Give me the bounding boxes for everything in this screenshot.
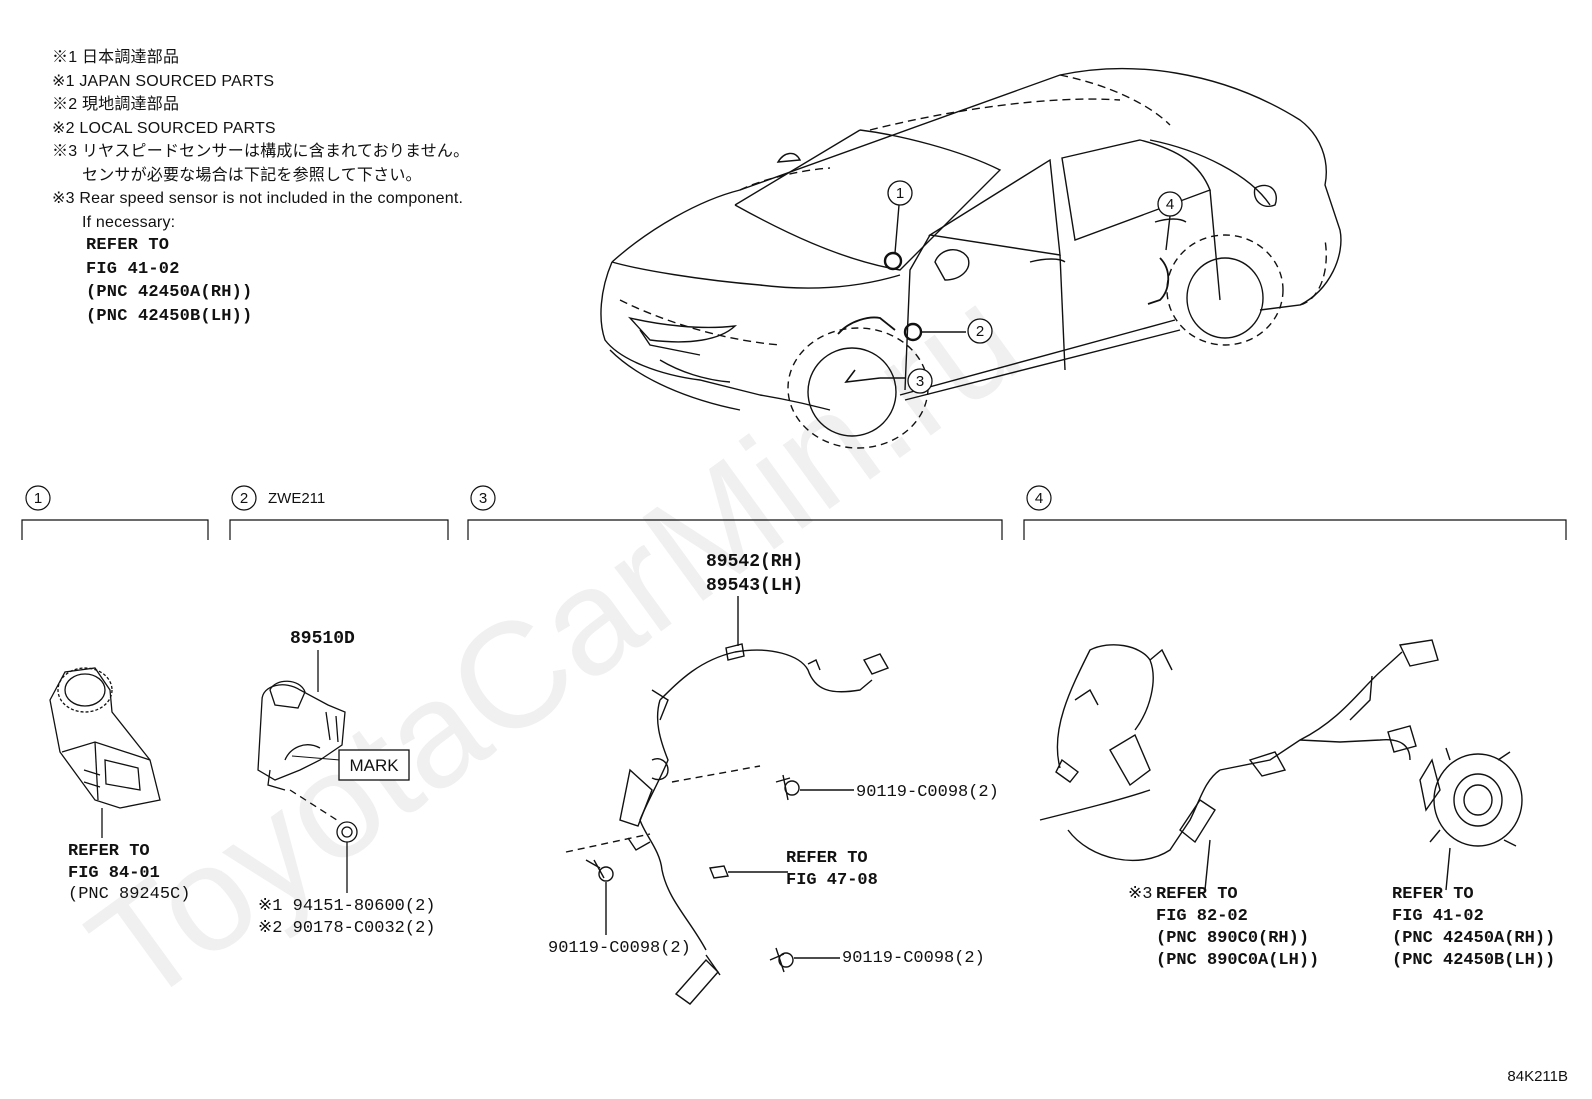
note-3-fig: FIG 41-02 xyxy=(86,259,180,279)
note-2-english: ※2 LOCAL SOURCED PARTS xyxy=(52,119,276,137)
car-callout-3-label: 3 xyxy=(916,373,924,390)
section-4-refer-b: REFER TO xyxy=(1392,885,1474,904)
rear-speed-sensor-drawing xyxy=(1039,639,1523,891)
section-3-header xyxy=(467,485,1003,540)
car-callout-1-label: 1 xyxy=(896,185,904,202)
section-2-model: ZWE211 xyxy=(268,490,325,507)
mark-label: MARK xyxy=(349,756,399,775)
notes-block: ※1 日本調達部品 ※1 JAPAN SOURCED PARTS ※2 現地調達… xyxy=(52,46,469,328)
section-4-pnc-b2: (PNC 42450B(LH)) xyxy=(1392,951,1555,970)
car-callout-4: 4 xyxy=(1157,191,1183,217)
note-1-english: ※1 JAPAN SOURCED PARTS xyxy=(52,72,275,90)
section-4-pnc-b1: (PNC 42450A(RH)) xyxy=(1392,929,1555,948)
section-4-number: 4 xyxy=(1035,490,1043,507)
steering-sensor-drawing xyxy=(49,667,161,838)
section-1-refer: REFER TO xyxy=(68,842,150,861)
section-4-note-mark: ※3 xyxy=(1128,885,1152,904)
section-1-header xyxy=(21,485,209,540)
note-3-if-necessary: If necessary: xyxy=(82,213,176,231)
section-3-fig: FIG 47-08 xyxy=(786,871,878,890)
section-1-fig: FIG 84-01 xyxy=(68,864,160,883)
section-1-pnc: (PNC 89245C) xyxy=(68,885,190,904)
note-3-english: ※3 Rear speed sensor is not included in … xyxy=(52,190,464,207)
section-4-pnc-a1: (PNC 890C0(RH)) xyxy=(1156,929,1309,948)
car-callout-3: 3 xyxy=(907,368,933,394)
section-3-part-rh: 89542(RH) xyxy=(706,552,803,572)
section-2-bolt-1: ※1 94151-80600(2) xyxy=(258,897,435,916)
note-1-japanese: ※1 日本調達部品 xyxy=(52,49,180,66)
car-callout-4-label: 4 xyxy=(1166,196,1174,213)
note-3-japanese-a: ※3 リヤスピードセンサーは構成に含まれておりません。 xyxy=(52,143,470,160)
note-3-refer: REFER TO xyxy=(86,236,170,255)
car-callout-2-label: 2 xyxy=(976,323,984,340)
car-illustration xyxy=(600,67,1342,449)
section-3-number: 3 xyxy=(479,490,487,507)
figure-code: 84K211B xyxy=(1507,1068,1568,1085)
section-2-bolt-2: ※2 90178-C0032(2) xyxy=(258,919,435,938)
front-speed-sensor-drawing xyxy=(565,596,890,1005)
mark-box: MARK xyxy=(338,749,410,781)
section-4-pnc-a2: (PNC 890C0A(LH)) xyxy=(1156,951,1319,970)
section-4-fig-b: FIG 41-02 xyxy=(1392,907,1484,926)
note-3-pnc-lh: (PNC 42450B(LH)) xyxy=(86,306,253,326)
section-3-bolt-c: 90119-C0098(2) xyxy=(842,949,985,968)
section-1-number: 1 xyxy=(34,490,42,507)
section-4-fig-a: FIG 82-02 xyxy=(1156,907,1248,926)
note-3-pnc-rh: (PNC 42450A(RH)) xyxy=(86,283,253,302)
car-callout-1: 1 xyxy=(887,180,913,206)
section-4-refer-a: REFER TO xyxy=(1156,885,1238,904)
section-3-part-lh: 89543(LH) xyxy=(706,576,803,596)
section-2-part-number: 89510D xyxy=(290,629,355,649)
watermark: ToyotaCarMin.ru xyxy=(60,253,1049,1036)
car-callout-2: 2 xyxy=(967,318,993,344)
section-3-bolt-b: 90119-C0098(2) xyxy=(548,939,691,958)
section-2-number: 2 xyxy=(240,490,248,507)
section-2-header xyxy=(229,485,449,540)
note-3-japanese-b: センサが必要な場合は下記を参照して下さい。 xyxy=(82,166,422,184)
section-3-bolt-a: 90119-C0098(2) xyxy=(856,783,999,802)
height-sensor-drawing xyxy=(257,650,358,893)
section-4-header xyxy=(1023,485,1567,540)
note-2-japanese: ※2 現地調達部品 xyxy=(52,96,180,113)
section-3-refer: REFER TO xyxy=(786,849,868,868)
